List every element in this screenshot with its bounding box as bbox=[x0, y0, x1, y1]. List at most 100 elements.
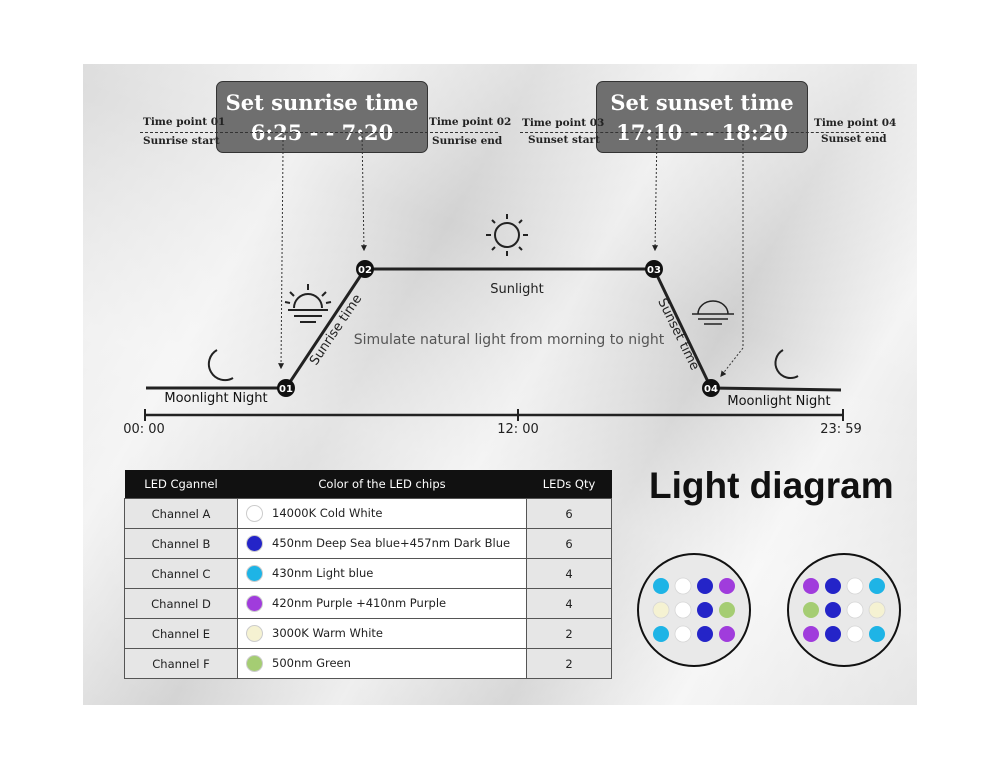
color-swatch-icon bbox=[246, 625, 263, 642]
sun-icon bbox=[486, 214, 528, 256]
led-dot bbox=[719, 626, 735, 642]
led-dot bbox=[846, 577, 864, 595]
qty-cell: 4 bbox=[526, 558, 612, 589]
led-dot bbox=[674, 625, 692, 643]
simulate-label: Simulate natural light from morning to n… bbox=[354, 332, 665, 348]
header-channel: LED Cganne​l bbox=[124, 470, 238, 499]
axis-label-end: 23: 59 bbox=[820, 422, 862, 437]
led-channel-table: LED Cganne​l Color of the LED chips LEDs… bbox=[124, 470, 612, 679]
led-layout-1 bbox=[637, 553, 751, 667]
axis-label-start: 00: 00 bbox=[123, 422, 165, 437]
header-qty: LEDs Qty bbox=[526, 470, 612, 499]
tp03-desc: Sunset start bbox=[528, 134, 600, 146]
color-name: 14000K Cold White bbox=[272, 506, 383, 520]
time-point-drop-lines bbox=[278, 131, 744, 377]
qty-cell: 2 bbox=[526, 648, 612, 679]
header-color: Color of the LED chips bbox=[237, 470, 527, 499]
node-01: 01 bbox=[277, 379, 295, 397]
qty-cell: 4 bbox=[526, 588, 612, 619]
led-dot bbox=[674, 601, 692, 619]
tp03-label: Time point 03 bbox=[522, 117, 605, 129]
light-curve bbox=[146, 267, 842, 392]
led-dot bbox=[803, 578, 819, 594]
color-swatch-icon bbox=[246, 535, 263, 552]
moonlight-right-label: Moonlight Night bbox=[727, 394, 830, 409]
color-cell: 420nm Purple +410nm Purple bbox=[237, 588, 527, 619]
led-dot bbox=[803, 602, 819, 618]
color-swatch-icon bbox=[246, 505, 263, 522]
led-dot bbox=[868, 601, 886, 619]
color-cell: 430nm Light blue bbox=[237, 558, 527, 589]
color-name: 3000K Warm White bbox=[272, 626, 383, 640]
led-dot bbox=[846, 601, 864, 619]
node-03: 03 bbox=[645, 260, 663, 278]
node-02: 02 bbox=[356, 260, 374, 278]
node-03-label: 03 bbox=[647, 265, 661, 276]
light-diagram-title: Light diagram bbox=[649, 465, 894, 506]
led-dot bbox=[697, 626, 713, 642]
led-dot bbox=[825, 602, 841, 618]
led-layout-2 bbox=[787, 553, 901, 667]
color-name: 430nm Light blue bbox=[272, 566, 374, 580]
led-dot bbox=[697, 602, 713, 618]
color-swatch-icon bbox=[246, 655, 263, 672]
table-row: Channel F 500nm Green 2 bbox=[124, 648, 612, 679]
tp04-label: Time point 04 bbox=[814, 117, 897, 129]
led-dot bbox=[653, 626, 669, 642]
led-dot bbox=[825, 578, 841, 594]
sunset-time-box: Set sunset time 17:10 - - 18:20 bbox=[596, 81, 808, 153]
led-dot bbox=[697, 578, 713, 594]
node-04: 04 bbox=[702, 379, 720, 397]
table-row: Channel D 420nm Purple +410nm Purple 4 bbox=[124, 588, 612, 619]
moon-icon-right bbox=[774, 349, 799, 379]
color-name: 500nm Green bbox=[272, 656, 351, 670]
color-cell: 3000K Warm White bbox=[237, 618, 527, 649]
sunrise-dashed-line bbox=[140, 132, 498, 133]
tp04-desc: Sunset end bbox=[821, 133, 887, 145]
tp02-desc: Sunrise end bbox=[432, 135, 503, 147]
channel-cell: Channel F bbox=[124, 648, 238, 679]
color-cell: 500nm Green bbox=[237, 648, 527, 679]
sunrise-box-title: Set sunrise time bbox=[225, 90, 419, 115]
color-cell: 14000K Cold White bbox=[237, 498, 527, 529]
qty-cell: 6 bbox=[526, 528, 612, 559]
table-row: Channel A 14000K Cold White 6 bbox=[124, 498, 612, 529]
led-dot bbox=[869, 578, 885, 594]
qty-cell: 6 bbox=[526, 498, 612, 529]
sunset-dashed-line bbox=[520, 132, 884, 133]
led-dot bbox=[652, 601, 670, 619]
led-dot bbox=[674, 577, 692, 595]
tp01-desc: Sunrise start bbox=[143, 135, 220, 147]
sunset-box-title: Set sunset time bbox=[610, 90, 794, 115]
tp02-label: Time point 02 bbox=[429, 116, 512, 128]
table-header-row: LED Cganne​l Color of the LED chips LEDs… bbox=[124, 470, 612, 499]
node-02-label: 02 bbox=[358, 265, 372, 276]
led-dot bbox=[825, 626, 841, 642]
led-dot bbox=[719, 578, 735, 594]
sunlight-label: Sunlight bbox=[490, 282, 544, 297]
moon-icon-left bbox=[207, 349, 234, 382]
moonlight-left-label: Moonlight Night bbox=[164, 391, 267, 406]
led-dot bbox=[653, 578, 669, 594]
channel-cell: Channel D bbox=[124, 588, 238, 619]
led-dot bbox=[719, 602, 735, 618]
axis-label-mid: 12: 00 bbox=[497, 422, 539, 437]
channel-cell: Channel A bbox=[124, 498, 238, 529]
led-dot bbox=[846, 625, 864, 643]
tp01-label: Time point 01 bbox=[143, 116, 226, 128]
node-04-label: 04 bbox=[704, 384, 718, 395]
channel-cell: Channel C bbox=[124, 558, 238, 589]
led-dot bbox=[803, 626, 819, 642]
color-name: 420nm Purple +410nm Purple bbox=[272, 596, 447, 610]
color-swatch-icon bbox=[246, 565, 263, 582]
sunrise-icon bbox=[284, 284, 332, 323]
node-01-label: 01 bbox=[279, 384, 293, 395]
led-dot bbox=[869, 626, 885, 642]
sunset-icon bbox=[692, 300, 734, 325]
table-row: Channel C 430nm Light blue 4 bbox=[124, 558, 612, 589]
color-name: 450nm Deep Sea blue+457nm Dark Blue bbox=[272, 536, 511, 550]
color-swatch-icon bbox=[246, 595, 263, 612]
